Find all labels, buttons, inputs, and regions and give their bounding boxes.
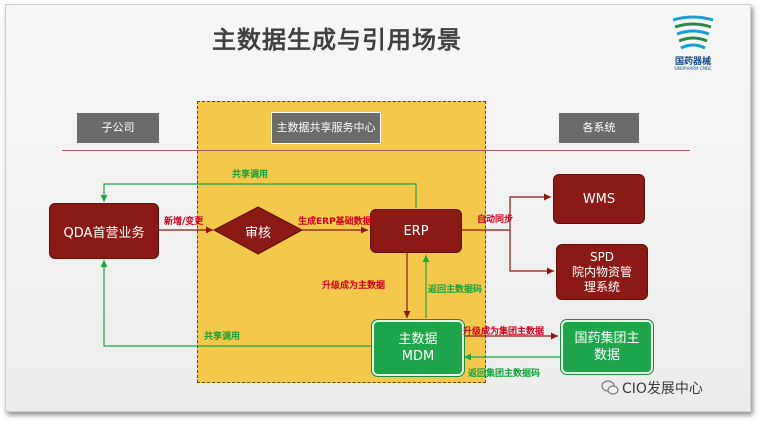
sync-to-wms-connector [509, 193, 551, 230]
review-node-label: 审核 [244, 226, 271, 241]
label-new-change: 新增/变更 [164, 217, 204, 227]
qda-node: QDA首营业务 [49, 203, 159, 259]
header-shared-service-center: 主数据共享服务中心 [271, 112, 381, 144]
group-mdm-node: 国药集团主 数据 [561, 320, 653, 374]
group-line1: 国药集团主 [574, 331, 640, 346]
wechat-icon [601, 380, 619, 395]
sinopharm-logo-icon [672, 15, 714, 50]
logo-sub: SINOPHARM CMDC [674, 66, 712, 71]
page-title: 主数据生成与引用场景 [212, 26, 462, 54]
review-diamond [212, 206, 304, 255]
mdm-node: 主数据 MDM [372, 320, 464, 376]
erp-node: ERP [370, 209, 462, 253]
group-line2: 数据 [593, 348, 620, 363]
share-bottom-connector [100, 260, 372, 347]
wms-node: WMS [553, 174, 645, 224]
spd-node: SPD 院内物资管 理系统 [556, 244, 648, 300]
spd-line1: SPD [589, 249, 615, 264]
header-subsidiary: 子公司 [77, 113, 159, 143]
header-systems: 各系统 [559, 113, 639, 143]
label-return-code: 返回主数据码 [428, 285, 483, 295]
mdm-line1: 主数据 [398, 332, 438, 347]
footer-brand: CIO发展中心 [622, 381, 703, 397]
label-upgrade-group: 升级成为集团主数据 [463, 327, 545, 337]
label-auto-sync: 自动同步 [477, 215, 514, 225]
label-upgrade-main: 升级成为主数据 [322, 281, 386, 291]
spd-line2: 院内物资管 [571, 264, 632, 279]
sync-to-spd-connector [509, 230, 554, 275]
label-share-bottom: 共享调用 [204, 332, 241, 342]
logo-name: 国药器械 [674, 57, 711, 67]
label-gen-erp: 生成ERP基础数据 [298, 217, 372, 227]
mdm-line2: MDM [401, 349, 435, 364]
spd-line3: 理系统 [583, 279, 620, 294]
share-top-connector [100, 183, 417, 208]
label-return-group-code: 返回集团主数据码 [468, 369, 541, 379]
label-share-top: 共享调用 [232, 170, 269, 180]
divider-line [62, 150, 690, 151]
